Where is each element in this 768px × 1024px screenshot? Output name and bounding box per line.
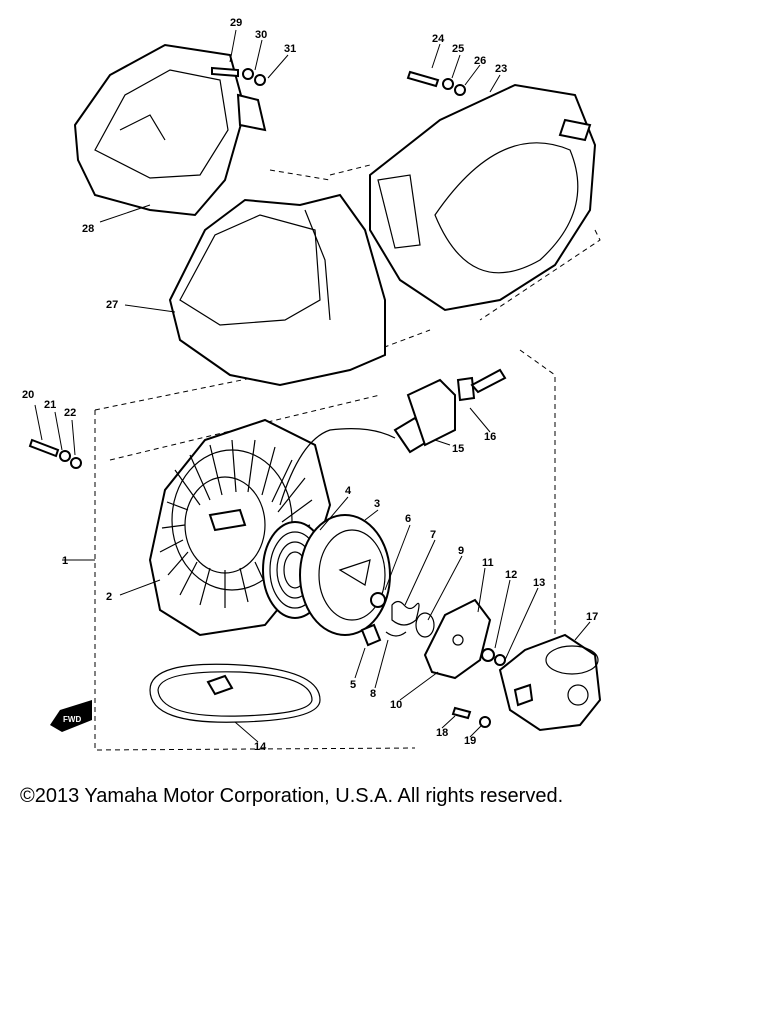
friction-plate-part-10 bbox=[423, 598, 506, 680]
callout-5: 5 bbox=[350, 679, 356, 691]
callout-6: 6 bbox=[405, 513, 411, 525]
callout-1: 1 bbox=[62, 555, 68, 567]
callout-labels: 29 30 31 24 25 26 23 28 27 20 21 22 1 2 … bbox=[22, 17, 598, 753]
callout-8: 8 bbox=[370, 688, 376, 700]
callout-14: 14 bbox=[254, 741, 267, 753]
callout-28: 28 bbox=[82, 223, 94, 235]
callout-30: 30 bbox=[255, 29, 267, 41]
callout-31: 31 bbox=[284, 43, 296, 55]
callout-9: 9 bbox=[458, 545, 464, 557]
callout-18: 18 bbox=[436, 727, 448, 739]
fasteners bbox=[28, 66, 491, 728]
forward-arrow-label: FWD bbox=[63, 715, 81, 724]
callout-22: 22 bbox=[64, 407, 76, 419]
callout-23: 23 bbox=[495, 63, 507, 75]
sheave-drum-part-3 bbox=[299, 514, 391, 636]
copyright-notice: ©2013 Yamaha Motor Corporation, U.S.A. A… bbox=[20, 785, 564, 807]
callout-15: 15 bbox=[452, 443, 464, 455]
starter-rope-part-14 bbox=[149, 663, 321, 723]
callout-11: 11 bbox=[482, 557, 494, 569]
forward-arrow-icon: FWD bbox=[50, 700, 92, 732]
callout-4: 4 bbox=[345, 485, 352, 497]
callout-13: 13 bbox=[533, 577, 545, 589]
handle-part-15-16 bbox=[279, 368, 507, 506]
fan-housing-part-23 bbox=[369, 83, 597, 312]
upper-shroud-part-28 bbox=[73, 43, 267, 217]
callout-17: 17 bbox=[586, 611, 598, 623]
callout-21: 21 bbox=[44, 399, 56, 411]
starter-cup-part-17 bbox=[498, 633, 602, 732]
small-parts-5-9 bbox=[360, 592, 435, 647]
callout-26: 26 bbox=[474, 55, 486, 67]
callout-10: 10 bbox=[390, 699, 402, 711]
callout-16: 16 bbox=[484, 431, 496, 443]
callout-25: 25 bbox=[452, 43, 464, 55]
callout-2: 2 bbox=[106, 591, 112, 603]
callout-20: 20 bbox=[22, 389, 34, 401]
callout-27: 27 bbox=[106, 299, 118, 311]
callout-3: 3 bbox=[374, 498, 380, 510]
callout-12: 12 bbox=[505, 569, 517, 581]
leader-lines bbox=[34, 29, 591, 743]
exploded-parts-diagram: FWD 29 30 31 bbox=[22, 17, 602, 753]
callout-24: 24 bbox=[432, 33, 445, 45]
callout-7: 7 bbox=[430, 529, 436, 541]
callout-19: 19 bbox=[464, 735, 476, 747]
duct-housing-part-27 bbox=[168, 193, 386, 387]
callout-29: 29 bbox=[230, 17, 242, 29]
